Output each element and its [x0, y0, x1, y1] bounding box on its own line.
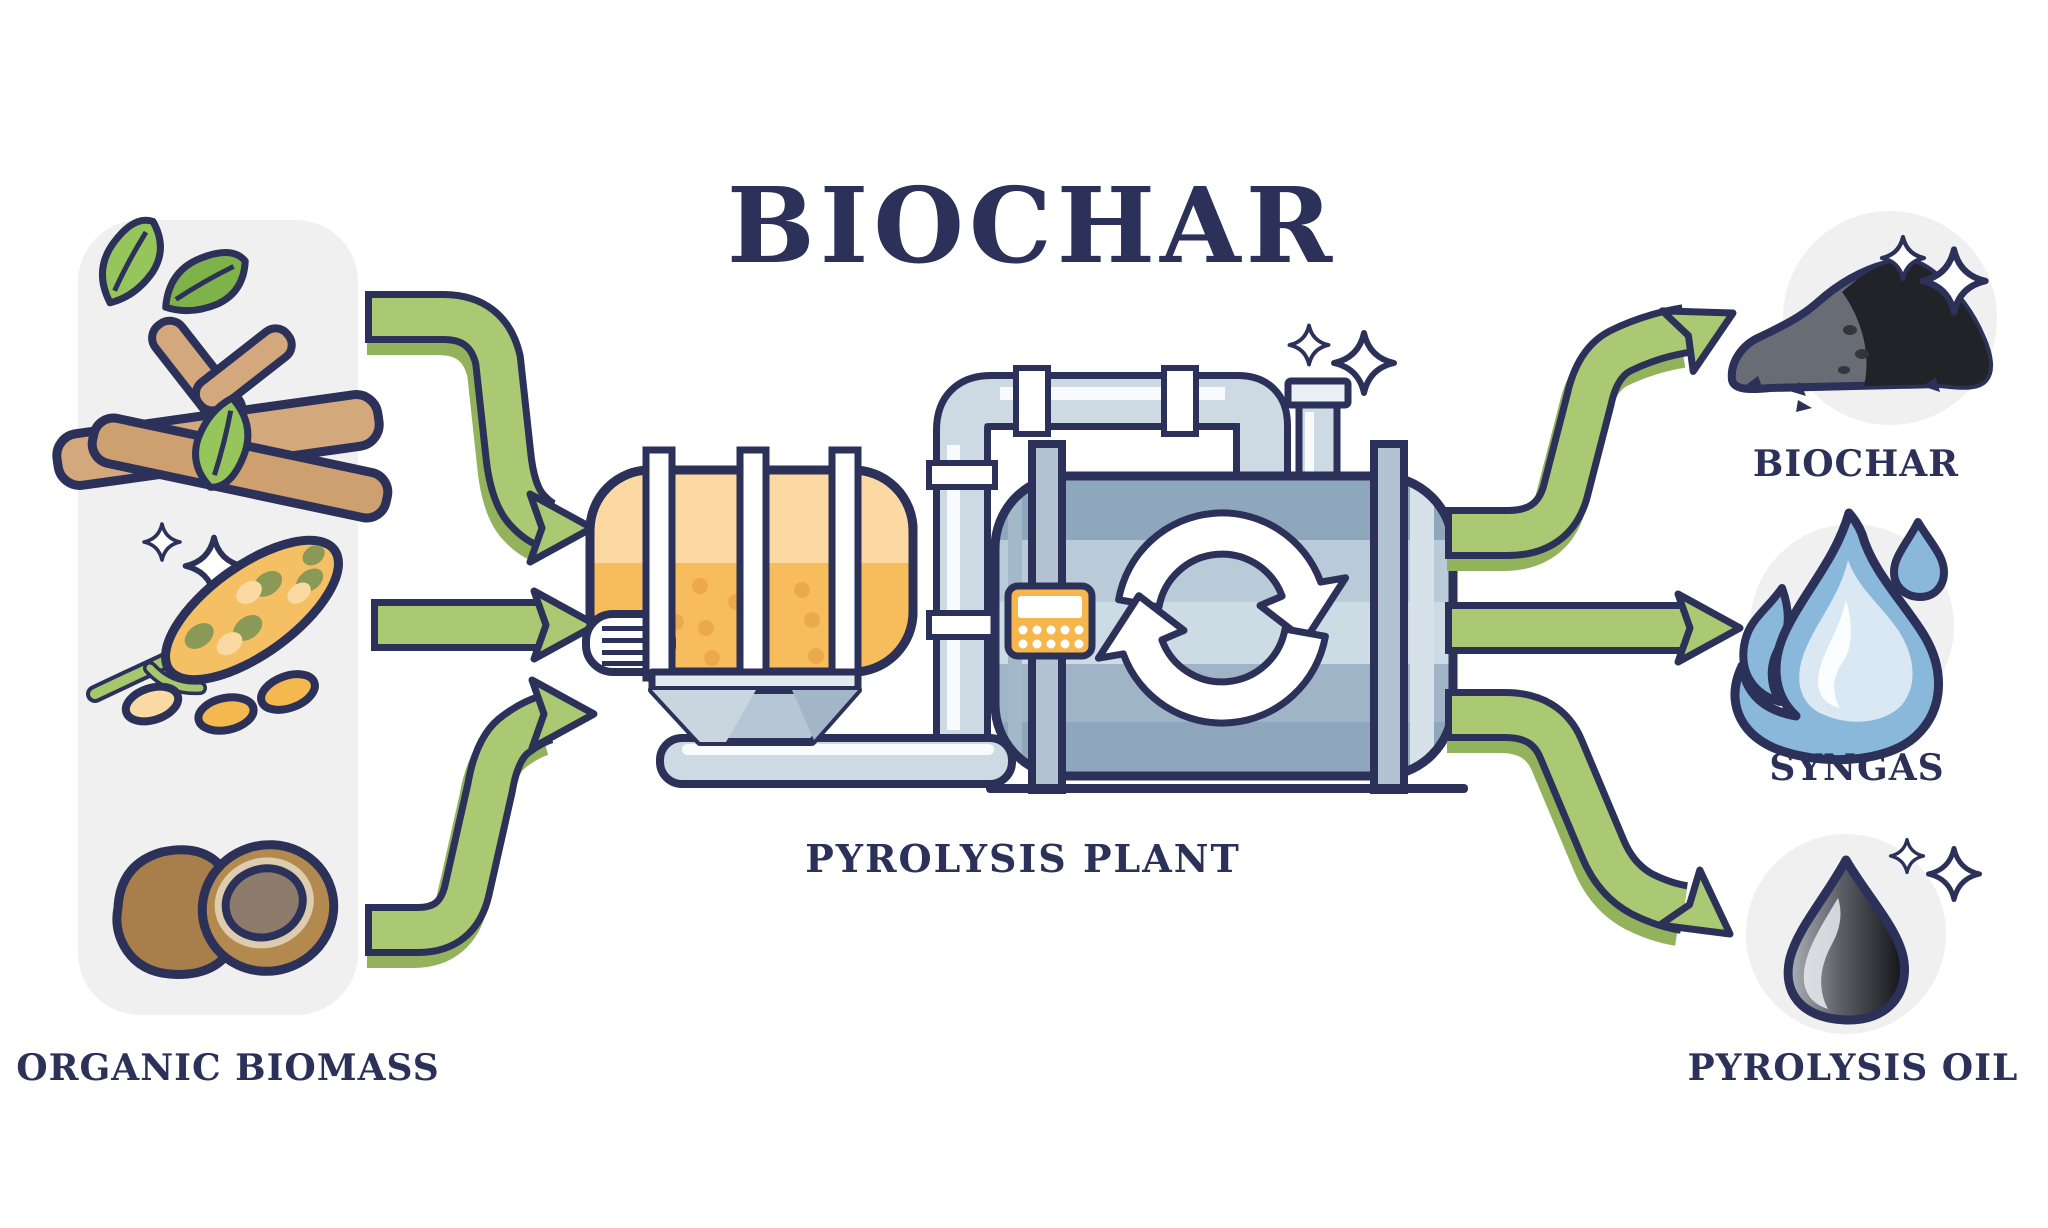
control-buttons — [1018, 625, 1084, 649]
arrow-branches-to-plant — [365, 291, 592, 562]
sparkle-icon — [1287, 323, 1331, 367]
output-arrows — [1445, 283, 1750, 962]
branches-icon — [52, 216, 393, 523]
syngas-output-label: SYNGAS — [1769, 747, 1944, 789]
arrow-to-oil — [1445, 689, 1750, 962]
organic-biomass-label: ORGANIC BIOMASS — [16, 1047, 440, 1089]
control-panel — [1004, 582, 1096, 660]
feed-pipe — [926, 365, 1291, 745]
pyrolysis-plant-label: PYROLYSIS PLANT — [805, 836, 1240, 881]
arrow-coconut-to-plant — [365, 680, 594, 968]
input-arrows — [365, 291, 596, 968]
hopper — [648, 668, 1016, 788]
pyrolysis-oil-output-label: PYROLYSIS OIL — [1688, 1047, 2019, 1089]
arrow-to-syngas — [1445, 594, 1740, 662]
ground-line — [986, 784, 1468, 793]
biochar-output-label: BIOCHAR — [1753, 443, 1959, 485]
feeder-drum — [582, 446, 918, 682]
control-screen — [1018, 596, 1082, 618]
arrow-wheat-to-plant — [371, 591, 596, 659]
flame-icon — [1730, 508, 1948, 765]
wheat-grain-icon — [86, 522, 343, 735]
oil-drop-icon — [1783, 855, 1909, 1025]
coconut-icon — [112, 840, 339, 979]
arrow-to-biochar — [1445, 283, 1748, 571]
pipe-collar — [926, 365, 1199, 640]
gas-droplet-icon — [1890, 518, 1948, 601]
page-title: BIOCHAR — [727, 164, 1337, 287]
reactor-tank — [990, 440, 1458, 794]
